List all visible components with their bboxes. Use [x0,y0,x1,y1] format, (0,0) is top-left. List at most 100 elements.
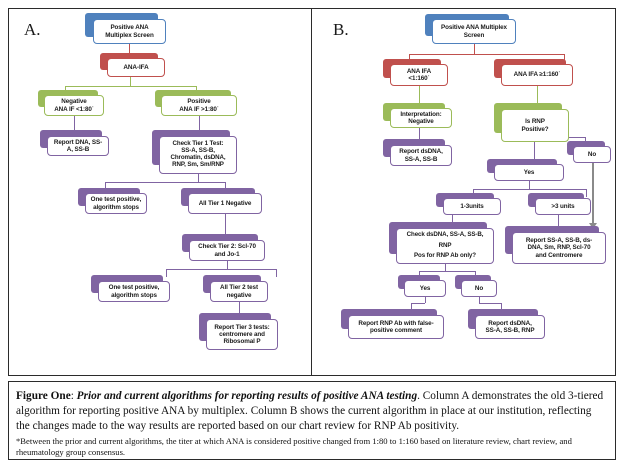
node-a1-line1: Positive ANA [110,24,149,32]
node-b11-check-dsdna-pos-for-rnp: Check dsDNA, SS-A, SS-B, RNP Pos for RNP… [396,228,494,264]
node-b2-ana-ifa-less-than-1-160: ANA IFA <1:160˙ [390,64,448,86]
edge-b5-b8 [534,142,535,159]
edge-b13-b15-h [411,303,425,304]
caption-sep: : [70,390,77,402]
node-a11-line1: All Tier 2 test [220,284,258,292]
node-b6-line2: SS-A, SS-B [404,155,438,163]
edge-a3-a5 [74,116,75,130]
node-a7-line1: One test positive, [90,196,142,204]
node-b15-line2: positive comment [370,327,422,334]
edge-a6-bus [105,182,225,183]
edge-b7-b12-line [592,163,594,225]
caption-footnote: *Between the prior and current algorithm… [16,436,572,458]
node-b11-line1: Check dsDNA, SS-A, SS-B, [406,230,484,238]
edge-a6-a8 [225,182,226,191]
node-b12-line1: Report SS-A, SS-B, ds- [525,237,593,245]
node-a2-ana-ifa: ANA-IFA [107,58,165,77]
node-b4-interpretation-negative: Interpretation: Negative [390,108,452,128]
edge-a8-a9 [225,214,226,234]
node-b10-greater-than-3-units: >3 units [535,198,591,215]
node-b4-line2: Negative [408,118,434,125]
edge-b4-b6 [419,128,420,139]
edge-b13-b15-v1 [425,297,426,303]
node-a9-line2: and Jo-1 [214,250,240,258]
node-b15-line1: Report RNP Ab with false- [358,319,434,327]
edge-b14-b16-v1 [479,297,480,303]
node-b1-line2: Screen [463,31,485,39]
edge-b14-b16-v2 [501,303,502,310]
node-a7-line2: algorithm stops [93,203,139,211]
node-a10-line1: One test positive, [108,284,160,292]
edge-a6-stem [198,174,199,182]
node-a6-line3: Chromatin, dsDNA, [170,154,226,161]
edge-b8-b10 [586,189,587,197]
node-b11-line2: RNP [438,241,452,249]
edge-b9-b11-v1 [452,215,453,222]
node-a3-negative: Negative ANA IF <1:80˙ [44,95,104,116]
node-b16-line1: Report dsDNA, [488,319,532,327]
edge-b10-b12 [558,215,559,227]
node-a7-one-test-positive: One test positive, algorithm stops [85,193,147,214]
node-a6-line1: Check Tier 1 Test: [172,140,224,148]
node-b12-report-ssa-ssb-dsdna-sm-rnp-scl70-centromere: Report SS-A, SS-B, ds- DNA, Sm, RNP, Scl… [512,232,606,264]
edge-a2-bus [65,86,196,87]
figure-caption: Figure One: Prior and current algorithms… [16,389,608,459]
node-a3-line2: ANA IF <1:80˙ [54,105,94,113]
edge-b1-b2 [409,54,410,63]
edge-b11-stem [445,264,446,271]
edge-a9-stem [227,261,228,269]
node-b8-yes: Yes [494,164,564,181]
edge-a1-a2 [129,44,130,56]
node-a1-line2: Multiplex Screen [105,31,154,39]
node-a12-line1: Report Tier 3 tests: [214,323,270,331]
node-b3-ana-ifa-ge-1-160: ANA IFA ≥1:160˙ [501,64,573,86]
node-b14-no: No [461,280,497,297]
node-b4-line1: Interpretation: [400,110,442,118]
node-a9-check-tier-2: Check Tier 2: Scl-70 and Jo-1 [189,240,265,261]
column-divider [311,9,312,375]
caption-title: Prior and current algorithms for reporti… [76,390,418,402]
edge-a9-bus [166,269,276,270]
node-b16-report-dsdna-ssa-ssb-rnp: Report dsDNA, SS-A, SS-B, RNP [475,315,545,339]
node-a6-line2: SS-A, SS-B, [181,147,215,155]
node-a11-line2: negative [226,291,252,299]
caption-main: Figure One: Prior and current algorithms… [16,389,608,434]
node-a6-line4: RNP, Sm, Sm/RNP [172,160,224,168]
panel-b-letter: B. [333,20,349,39]
panel-a-letter: A. [24,20,41,39]
node-b1-positive-ana-multiplex-screen: Positive ANA Multiplex Screen [432,19,516,44]
node-b1-line1: Positive ANA Multiplex [441,24,507,32]
node-a10-line2: algorithm stops [111,291,157,299]
node-b15-report-rnp-ab-false-positive: Report RNP Ab with false- positive comme… [348,315,444,339]
node-b7-no: No [573,146,611,163]
node-a5-report-dna-ssa-ssb: Report DNA, SS- A, SS-B [47,136,109,156]
node-a4-line1: Positive [187,98,211,106]
edge-b13-b15-v2 [411,303,412,310]
node-a1-positive-ana-multiplex-screen: Positive ANA Multiplex Screen [93,19,166,44]
edge-b8-stem [529,181,530,189]
edge-a4-a6 [199,116,200,130]
node-a3-line1: Negative [61,98,87,106]
edge-a9-a10 [166,269,167,277]
edge-b8-bus [473,189,586,190]
edge-b3-b5 [537,86,538,103]
caption-body: . Column A demonstrates the old 3-tiered… [16,390,604,433]
node-b13-yes: Yes [404,280,446,297]
edge-b1-b3 [564,54,565,63]
node-b11-line3: Pos for RNP Ab only? [414,252,476,260]
edge-b2-b4 [419,86,420,103]
caption-label: Figure One [16,390,71,402]
edge-a9-a11 [276,269,277,277]
node-b2-line2: <1:160˙ [408,75,430,82]
node-b9-1-3-units: 1-3units [443,198,501,215]
node-b12-line3: and Centromere [535,251,583,259]
node-b6-report-dsdna-ssa-ssb: Report dsDNA, SS-A, SS-B [390,145,452,166]
node-b2-line1: ANA IFA [406,67,432,75]
node-b5-line2: Positive? [521,125,549,133]
node-a10-one-test-positive: One test positive, algorithm stops [98,281,170,302]
node-a9-line1: Check Tier 2: Scl-70 [198,243,256,251]
node-b5-is-rnp-positive: Is RNP Positive? [501,109,569,142]
edge-b11-bus [419,271,475,272]
node-a11-all-tier-2-negative: All Tier 2 test negative [210,281,268,302]
node-a8-all-tier-1-negative: All Tier 1 Negative [188,193,262,214]
